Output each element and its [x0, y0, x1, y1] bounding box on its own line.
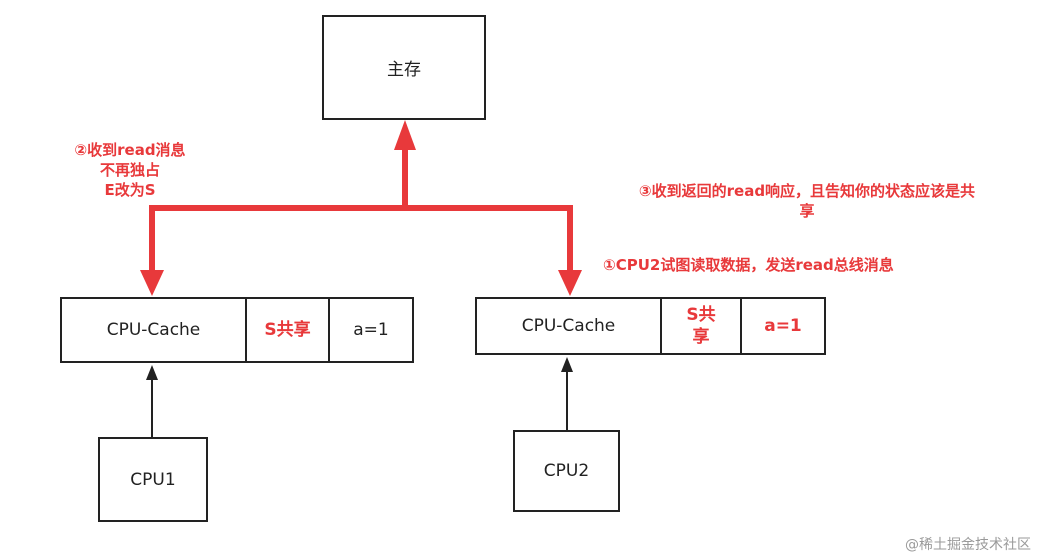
- left-cpu-cache-box: CPU-Cache: [60, 297, 247, 363]
- step2-annotation: ②收到read消息 不再独占 E改为S: [20, 140, 240, 200]
- arrow-to-right-cache: [558, 270, 582, 296]
- cpu2-label: CPU2: [543, 461, 590, 481]
- left-cache-state-box: S共享: [245, 297, 330, 363]
- step1-annotation: ①CPU2试图读取数据，发送read总线消息: [603, 255, 1023, 275]
- step3-line-1: ③收到返回的read响应，且告知你的状态应该是共: [638, 182, 976, 200]
- cpu1-arrow-head: [146, 365, 158, 380]
- arrow-to-left-cache: [140, 270, 164, 296]
- cpu1-label: CPU1: [130, 469, 176, 490]
- main-memory-label: 主存: [387, 60, 421, 80]
- right-cache-value-box: a=1: [740, 297, 826, 355]
- right-cache-state: S共享: [686, 305, 716, 347]
- step3-line-2: 享: [799, 202, 815, 220]
- watermark: @稀土掘金技术社区: [905, 537, 1031, 553]
- cpu2-box: CPU2: [513, 430, 620, 512]
- left-cache-label: CPU-Cache: [106, 320, 201, 340]
- right-cache-value: a=1: [764, 316, 802, 336]
- left-cache-value: a=1: [353, 320, 389, 340]
- right-cache-state-box: S共享: [660, 297, 742, 355]
- step2-line-3: E改为S: [104, 181, 156, 199]
- right-cache-label: CPU-Cache: [521, 316, 616, 336]
- step3-annotation: ③收到返回的read响应，且告知你的状态应该是共 享: [582, 181, 1032, 221]
- right-cpu-cache-box: CPU-Cache: [475, 297, 662, 355]
- arrow-to-memory: [394, 120, 416, 150]
- left-cache-value-box: a=1: [328, 297, 414, 363]
- bus-line: [149, 205, 573, 275]
- step1-text: ①CPU2试图读取数据，发送read总线消息: [603, 256, 894, 274]
- step2-line-1: ②收到read消息: [74, 141, 186, 159]
- cpu1-box: CPU1: [98, 437, 208, 522]
- cpu2-arrow-head: [561, 357, 573, 372]
- main-memory-box: 主存: [322, 15, 486, 120]
- step2-line-2: 不再独占: [99, 161, 160, 179]
- left-cache-state: S共享: [264, 320, 311, 340]
